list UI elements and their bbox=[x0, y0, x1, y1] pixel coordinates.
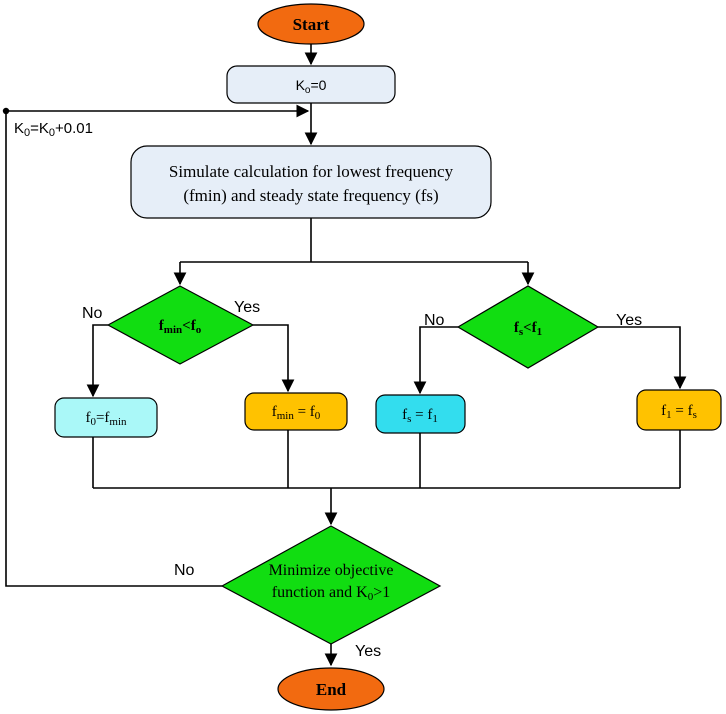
final-line1: Minimize objective bbox=[269, 562, 394, 579]
end-node: End bbox=[277, 667, 385, 711]
box1-label: f0=fmin bbox=[85, 410, 127, 428]
box-fs-eq-f1: fs = f1 bbox=[375, 394, 466, 434]
start-label: Start bbox=[293, 15, 330, 34]
decision-left-label: fmin<fo bbox=[159, 318, 202, 336]
start-node: Start bbox=[257, 3, 365, 45]
box2-label: fmin = f0 bbox=[272, 404, 321, 422]
decision-fs-lt-f1: fs<f1 bbox=[456, 285, 600, 369]
decision-fmin-lt-fo: fmin<fo bbox=[106, 285, 255, 365]
edge-right-yes bbox=[598, 326, 687, 390]
simulate-node: Simulate calculation for lowest frequenc… bbox=[130, 145, 492, 219]
simulate-line2: (fmin) and steady state frequency (fs) bbox=[183, 186, 438, 205]
decision-minimize-objective: Minimize objective function and K0>1 bbox=[220, 525, 442, 645]
left-no-label: No bbox=[82, 305, 103, 322]
edge-left-yes bbox=[253, 324, 295, 393]
final-yes-label: Yes bbox=[355, 643, 381, 660]
edge-left-no bbox=[86, 324, 108, 398]
left-yes-label: Yes bbox=[234, 299, 260, 316]
init-node: Ko=0 bbox=[226, 65, 396, 104]
final-no-label: No bbox=[174, 562, 195, 579]
connectors bbox=[2, 44, 687, 667]
box-f1-eq-fs: f1 = fs bbox=[636, 389, 722, 431]
edge-final-no-loop bbox=[5, 111, 222, 587]
right-yes-label: Yes bbox=[616, 312, 642, 329]
final-line2: function and K0>1 bbox=[272, 584, 391, 603]
right-no-label: No bbox=[424, 312, 445, 329]
edge-right-no bbox=[413, 326, 458, 395]
init-rest: =0 bbox=[310, 77, 326, 93]
box-fmin-eq-f0: fmin = f0 bbox=[244, 392, 348, 431]
simulate-line1: Simulate calculation for lowest frequenc… bbox=[169, 162, 454, 181]
end-label: End bbox=[316, 680, 347, 699]
loop-increment-label: K0=K0+0.01 bbox=[14, 120, 93, 139]
init-k-sub: o bbox=[305, 85, 311, 96]
init-label: Ko=0 bbox=[296, 77, 327, 96]
box-f0-eq-fmin: f0=fmin bbox=[54, 397, 158, 438]
box4-label: f1 = fs bbox=[661, 403, 697, 421]
box3-label: fs = f1 bbox=[402, 407, 438, 425]
decision-right-label: fs<f1 bbox=[514, 320, 542, 338]
init-k: K bbox=[296, 77, 306, 93]
